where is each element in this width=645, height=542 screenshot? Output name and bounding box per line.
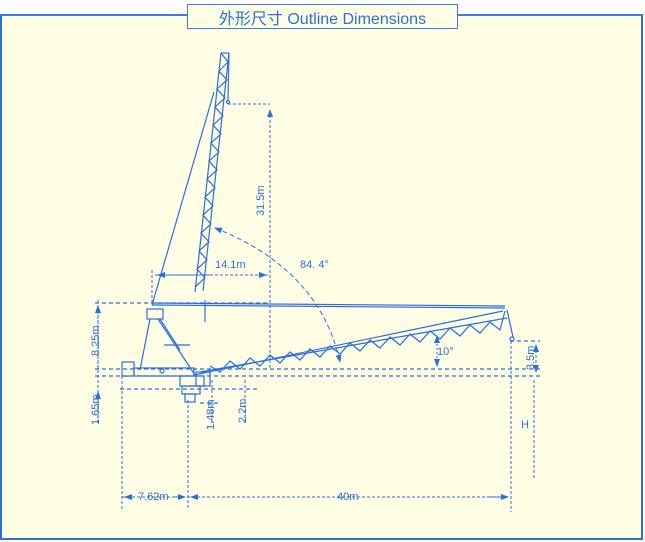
boom-lattice (151, 302, 515, 376)
mast-lattice (151, 52, 231, 322)
mast-angle-arc (214, 227, 342, 363)
label-lower-height: 1.65m (90, 394, 102, 425)
label-upper-height: 8.25m (90, 325, 102, 356)
label-boom-angle: 10° (437, 346, 454, 358)
reference-lines (95, 302, 540, 404)
label-mast-height: 31.5m (255, 185, 267, 216)
label-pedestal: 1.48m (205, 399, 217, 430)
label-mast-angle: 84. 4° (300, 259, 329, 271)
label-mast-offset: 14.1m (215, 259, 246, 271)
crane-body (121, 308, 211, 403)
label-tail-radius: 7.62m (138, 491, 169, 503)
diagram-title: 外形尺寸 Outline Dimensions (187, 4, 458, 29)
label-hook-depth: H (521, 419, 529, 431)
label-pivot-height: 2.2m (237, 399, 249, 423)
label-hook-height: 3.5m (525, 346, 537, 370)
label-boom-radius: 40m (337, 491, 358, 503)
